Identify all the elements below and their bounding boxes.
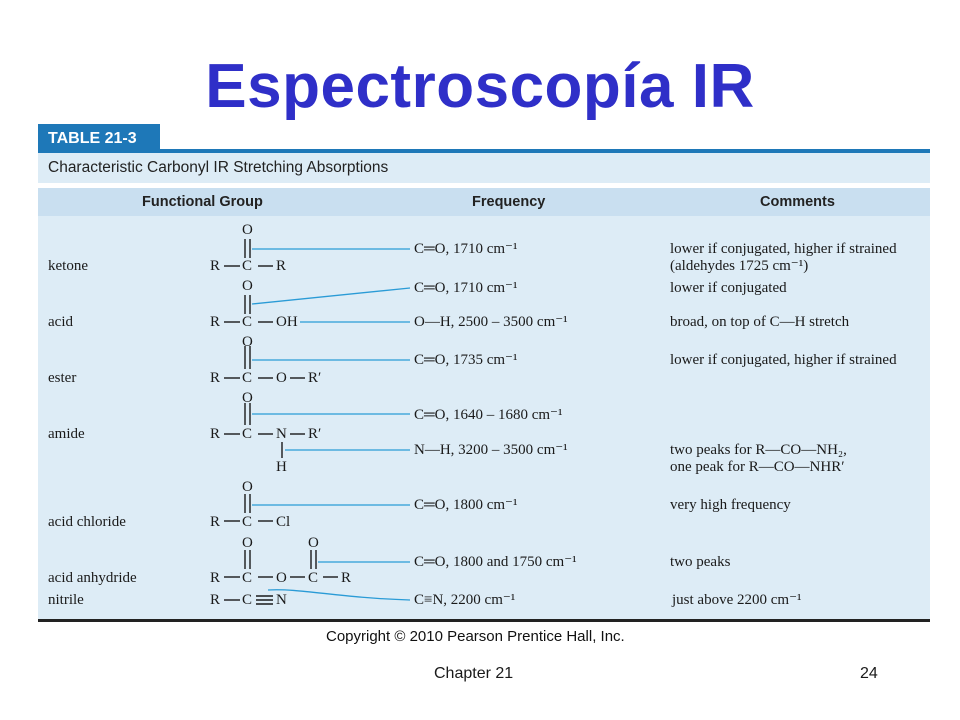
acid-chloride-cl: Cl xyxy=(276,514,291,530)
comment-amide-2: one peak for R—CO—NHR′ xyxy=(670,459,845,475)
ester-r1: R xyxy=(210,370,221,386)
ketone-structure xyxy=(224,239,410,267)
table-bottom-rule xyxy=(38,619,930,622)
nitrile-c: C xyxy=(242,592,253,608)
group-nitrile: nitrile xyxy=(48,592,84,608)
page-number: 24 xyxy=(860,665,878,682)
acid-structure xyxy=(224,287,411,323)
anhydride-o3: O xyxy=(276,570,287,586)
table-body xyxy=(38,216,930,619)
header-comments: Comments xyxy=(760,194,835,210)
group-acid-anhydride: acid anhydride xyxy=(48,570,137,586)
ester-structure xyxy=(224,346,410,379)
amide-o: O xyxy=(242,390,253,406)
ketone-o: O xyxy=(242,222,253,238)
anhydride-o1: O xyxy=(242,535,253,551)
comment-acid-anhydride-1: two peaks xyxy=(670,554,731,570)
freq-acid: C═O, 1710 cm⁻¹ xyxy=(414,280,518,296)
acid-o: O xyxy=(242,278,253,294)
amide-r1: R xyxy=(210,426,221,442)
anhydride-c2: C xyxy=(308,570,319,586)
ketone-r2: R xyxy=(276,258,287,274)
slide-title: Espectroscopía IR xyxy=(205,52,755,121)
freq-acid-oh: O—H, 2500 – 3500 cm⁻¹ xyxy=(414,314,568,330)
anhydride-structure xyxy=(224,550,410,578)
amide-structure xyxy=(224,403,410,458)
comment-nitrile-1: just above 2200 cm⁻¹ xyxy=(672,592,802,608)
nitrile-structure xyxy=(224,589,411,605)
acid-oh: OH xyxy=(276,314,298,330)
anhydride-o2: O xyxy=(308,535,319,551)
nitrile-n: N xyxy=(276,592,287,608)
anhydride-r1: R xyxy=(210,570,221,586)
freq-acid-anhydride: C═O, 1800 and 1750 cm⁻¹ xyxy=(414,554,577,570)
amide-r2: R′ xyxy=(308,426,322,442)
table-tag: TABLE 21-3 xyxy=(38,124,160,154)
anhydride-c1: C xyxy=(242,570,253,586)
ester-o2: O xyxy=(276,370,287,386)
amide-h: H xyxy=(276,459,287,475)
comment-ketone-1: lower if conjugated, higher if strained xyxy=(670,241,897,257)
group-amide: amide xyxy=(48,426,85,442)
ketone-c: C xyxy=(242,258,253,274)
ketone-r1: R xyxy=(210,258,221,274)
nitrile-r: R xyxy=(210,592,221,608)
comment-acid-1: lower if conjugated xyxy=(670,280,787,296)
acid-chloride-o: O xyxy=(242,479,253,495)
acid-c: C xyxy=(242,314,253,330)
ester-o: O xyxy=(242,334,253,350)
freq-nitrile: C≡N, 2200 cm⁻¹ xyxy=(414,592,516,608)
acid-chloride-structure xyxy=(224,494,410,522)
acid-r1: R xyxy=(210,314,221,330)
freq-ester: C═O, 1735 cm⁻¹ xyxy=(414,352,518,368)
freq-ketone: C═O, 1710 cm⁻¹ xyxy=(414,241,518,257)
footer-chapter: Chapter 21 xyxy=(434,665,514,682)
group-ketone: ketone xyxy=(48,258,88,274)
comment-amide-1: two peaks for R—CO—NH₂, xyxy=(670,442,847,458)
table-top-rule xyxy=(160,149,930,153)
freq-acid-chloride: C═O, 1800 cm⁻¹ xyxy=(414,497,518,513)
group-acid: acid xyxy=(48,314,73,330)
header-frequency: Frequency xyxy=(472,194,546,210)
ester-c: C xyxy=(242,370,253,386)
amide-n: N xyxy=(276,426,287,442)
copyright-text: Copyright © 2010 Pearson Prentice Hall, … xyxy=(326,628,625,645)
anhydride-r2: R xyxy=(341,570,352,586)
group-acid-chloride: acid chloride xyxy=(48,514,126,530)
header-functional-group: Functional Group xyxy=(142,194,263,210)
group-ester: ester xyxy=(48,370,77,386)
comment-acid-chloride-1: very high frequency xyxy=(670,497,791,513)
comment-ketone-2: (aldehydes 1725 cm⁻¹) xyxy=(670,258,809,274)
table-caption: Characteristic Carbonyl IR Stretching Ab… xyxy=(38,153,930,183)
comment-acid-2: broad, on top of C—H stretch xyxy=(670,314,850,330)
acid-chloride-r1: R xyxy=(210,514,221,530)
table-header: Functional Group Frequency Comments xyxy=(38,188,930,216)
freq-amide: C═O, 1640 – 1680 cm⁻¹ xyxy=(414,407,563,423)
amide-c: C xyxy=(242,426,253,442)
freq-amide-nh: N—H, 3200 – 3500 cm⁻¹ xyxy=(414,442,568,458)
acid-chloride-c: C xyxy=(242,514,253,530)
ester-r2: R′ xyxy=(308,370,322,386)
comment-ester-1: lower if conjugated, higher if strained xyxy=(670,352,897,368)
